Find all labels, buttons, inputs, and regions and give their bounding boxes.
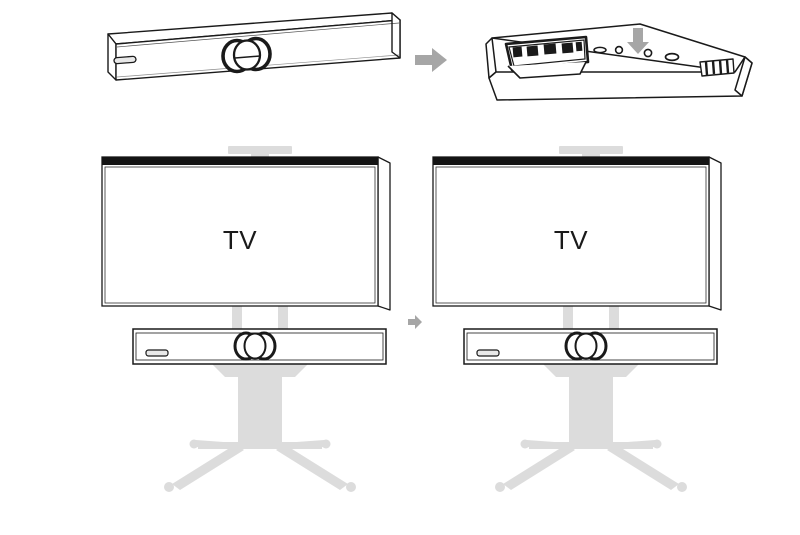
video-bar-rear-right-end <box>734 56 753 97</box>
port-round-2 <box>643 48 653 58</box>
tv-screen: TV <box>101 156 391 311</box>
stand-caster-front-left <box>164 482 174 492</box>
port-audio-line <box>593 46 607 54</box>
port-power <box>664 52 680 62</box>
video-bar-rear-ports-view <box>485 23 753 101</box>
video-bar-rear-left-end <box>485 37 497 79</box>
port-aux <box>575 41 583 52</box>
tv-side-depth-panel <box>377 156 391 311</box>
tv-screen-label: TV <box>223 225 257 255</box>
stand-shelf-plate <box>543 364 639 377</box>
top-mount-bracket <box>559 146 623 154</box>
tv-stand-assembly-before: TV <box>101 146 391 492</box>
tv-screen-inner <box>435 166 707 304</box>
tv-screen-label: TV <box>554 225 588 255</box>
stand-caster-rear-left <box>520 439 530 449</box>
stand-shelf-plate <box>212 364 308 377</box>
port-hdmi-1 <box>512 46 523 58</box>
port-round-1 <box>614 45 624 55</box>
arrow-step1-to-step2 <box>415 48 447 72</box>
mounted-status-indicator <box>145 349 169 357</box>
stand-caster-rear-left <box>189 439 199 449</box>
stand-leg-front-left <box>503 444 575 490</box>
mounted-camera-lens <box>564 331 608 361</box>
tv-screen: TV <box>432 156 722 311</box>
port-hdmi-2 <box>526 45 539 57</box>
top-mount-bracket <box>228 146 292 154</box>
stand-brace <box>529 442 653 449</box>
stand-brace <box>198 442 322 449</box>
stand-caster-rear-right <box>652 439 662 449</box>
connector-bay-lip <box>507 61 587 79</box>
arrow-step3-to-step4 <box>408 315 422 329</box>
video-bar-top-seam <box>116 22 400 48</box>
stand-column <box>569 377 613 449</box>
mounted-camera-lens <box>233 331 277 361</box>
stand-caster-front-right <box>346 482 356 492</box>
video-bar-right-end-face <box>391 12 401 59</box>
video-bar-front-view <box>107 12 401 81</box>
stand-caster-front-left <box>495 482 505 492</box>
tv-top-bezel <box>433 157 709 165</box>
port-usb <box>561 42 574 54</box>
stand-leg-front-left <box>172 444 244 490</box>
stand-leg-rear-right <box>611 440 655 449</box>
connector-panel <box>504 35 590 79</box>
stand-leg-rear-left <box>196 440 240 449</box>
stand-leg-rear-left <box>527 440 571 449</box>
tv-side-depth-panel <box>708 156 722 311</box>
mounted-status-indicator <box>476 349 500 357</box>
camera-lens <box>221 36 272 74</box>
stand-leg-front-right <box>276 444 348 490</box>
speaker-grille <box>699 58 735 77</box>
stand-leg-rear-right <box>280 440 324 449</box>
stand-caster-rear-right <box>321 439 331 449</box>
tv-stand-assembly-after: TV <box>432 146 722 492</box>
tv-top-bezel <box>102 157 378 165</box>
stand-column <box>238 377 282 449</box>
stand-leg-front-right <box>607 444 679 490</box>
status-indicator <box>113 55 137 65</box>
video-bar-mounted <box>463 328 718 365</box>
tv-screen-inner <box>104 166 376 304</box>
insertion-down-arrow <box>627 28 649 54</box>
port-lan <box>543 43 557 55</box>
stand-caster-front-right <box>677 482 687 492</box>
video-bar-mounted <box>132 328 387 365</box>
rear-jack-row <box>593 45 680 62</box>
